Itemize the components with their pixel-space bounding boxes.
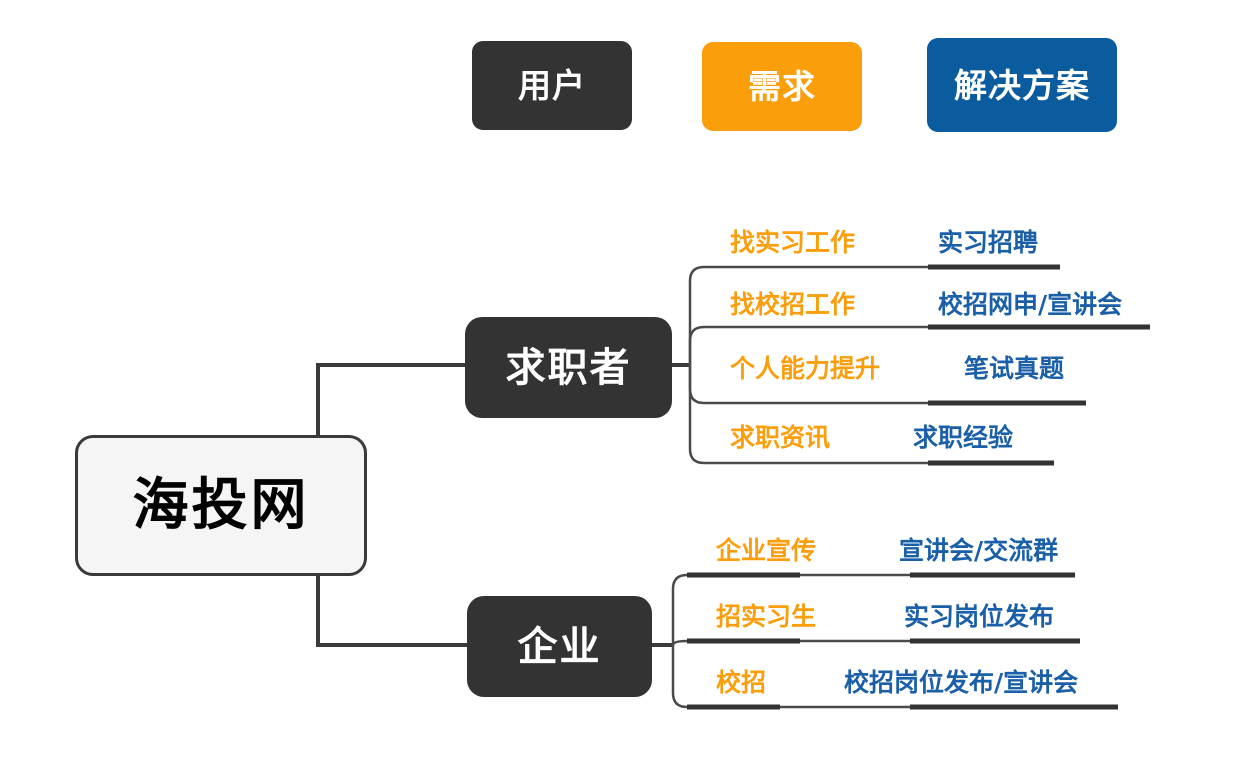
wire-company-leaf-2 [671,639,910,646]
legend-chip-solution-label: 解决方案 [954,65,1090,105]
legend-chip-solution[interactable]: 解决方案 [927,38,1117,132]
leaf-need-company-3[interactable]: 校招 [716,668,767,697]
root-node[interactable]: 海投网 [75,435,367,576]
leaf-need-seeker-2[interactable]: 找校招工作 [730,290,856,319]
leaf-need-company-2[interactable]: 招实习生 [716,602,817,631]
legend-chip-need-label: 需求 [748,67,816,106]
branch-node-company[interactable]: 企业 [467,596,652,697]
branch-node-company-label: 企业 [517,623,602,670]
legend-chip-need[interactable]: 需求 [702,42,862,131]
leaf-need-company-1[interactable]: 企业宣传 [716,536,817,565]
root-node-label: 海投网 [132,472,310,538]
leaf-need-seeker-4[interactable]: 求职资讯 [730,423,831,452]
branch-node-seeker-label: 求职者 [505,344,632,391]
leaf-solution-seeker-3[interactable]: 笔试真题 [964,354,1065,383]
leaf-solution-company-2[interactable]: 实习岗位发布 [904,602,1055,631]
leaf-solution-company-3[interactable]: 校招岗位发布/宣讲会 [844,668,1079,697]
leaf-solution-seeker-4[interactable]: 求职经验 [913,423,1014,452]
branch-node-seeker[interactable]: 求职者 [465,317,672,418]
leaf-solution-company-1[interactable]: 宣讲会/交流群 [899,536,1059,565]
legend-chip-user-label: 用户 [518,66,586,105]
leaf-solution-seeker-2[interactable]: 校招网申/宣讲会 [938,290,1123,319]
leaf-need-seeker-1[interactable]: 找实习工作 [730,228,856,257]
leaf-solution-seeker-1[interactable]: 实习招聘 [938,228,1039,257]
leaf-need-seeker-3[interactable]: 个人能力提升 [730,354,881,383]
legend-chip-user[interactable]: 用户 [472,41,632,130]
